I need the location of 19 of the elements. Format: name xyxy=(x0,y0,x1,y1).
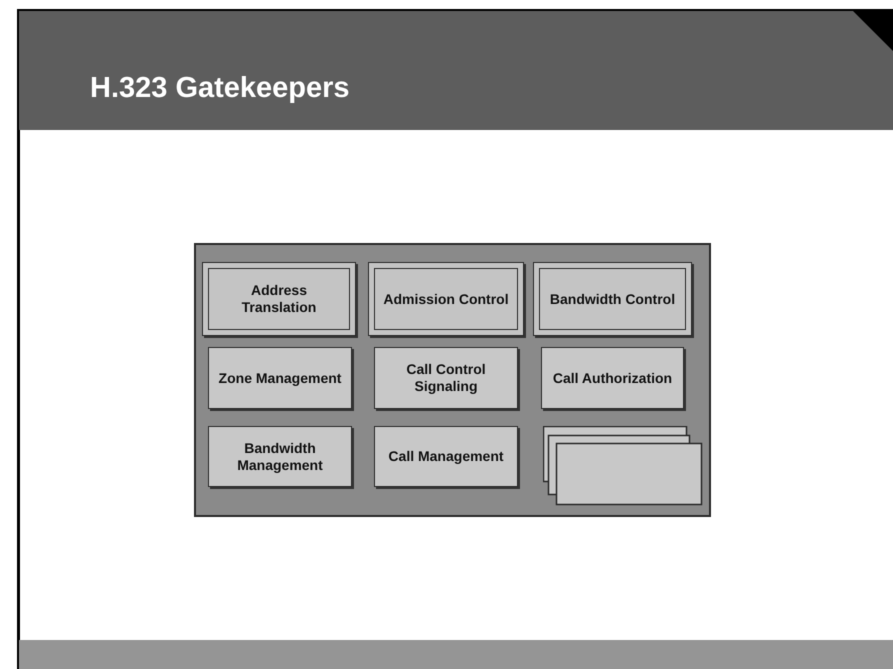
stacked-boxes xyxy=(543,426,703,506)
gatekeeper-panel xyxy=(194,243,711,517)
function-box xyxy=(374,426,518,487)
slide-title: H.323 Gatekeepers xyxy=(90,72,350,105)
function-box xyxy=(374,347,518,409)
function-box xyxy=(368,262,524,336)
function-label: Call Authorization xyxy=(552,368,674,388)
function-label: Admission Control xyxy=(374,268,518,330)
function-box xyxy=(202,262,356,336)
function-label: Zone Management xyxy=(218,368,342,388)
function-label: Call Management xyxy=(387,447,505,466)
function-box xyxy=(208,426,352,487)
function-box xyxy=(541,347,684,409)
function-box xyxy=(208,347,352,409)
function-label: Bandwidth Management xyxy=(236,438,324,475)
function-box xyxy=(533,262,692,336)
function-label: Address Translation xyxy=(208,268,350,330)
function-label: Call Control Signaling xyxy=(405,360,487,396)
function-label: Bandwidth Control xyxy=(539,268,686,330)
